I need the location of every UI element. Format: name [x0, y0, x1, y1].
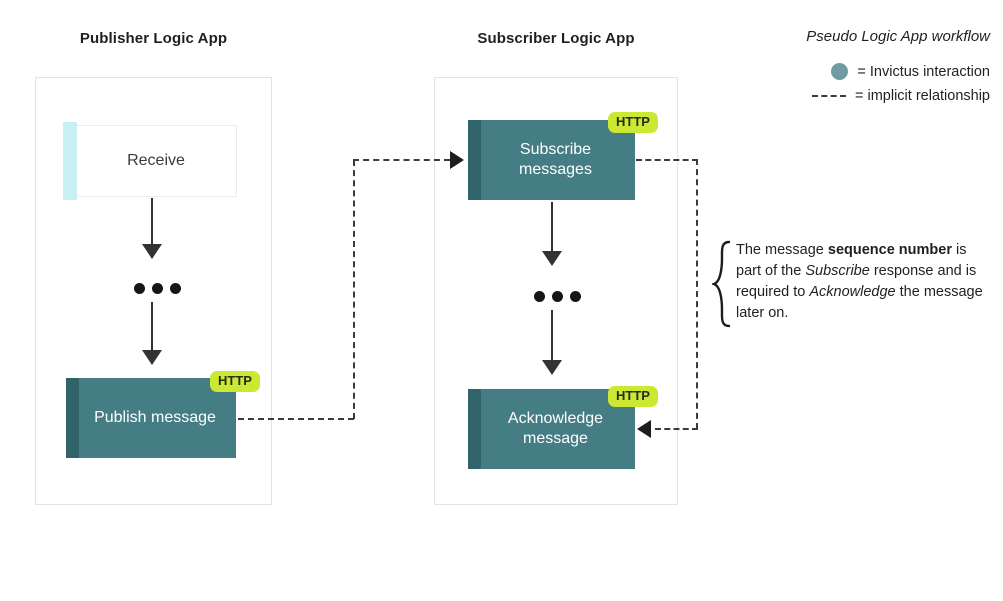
implicit-link-publish-to-subscribe-segment-3: [353, 159, 450, 161]
annotation-italic-acknowledge: Acknowledge: [809, 284, 896, 301]
legend-circle-icon: [831, 63, 849, 80]
subscriber-ellipsis-dots: [534, 291, 581, 302]
implicit-link-publish-to-subscribe-segment-1: [238, 418, 354, 420]
node-subscribe-line-1: Subscribe: [519, 140, 592, 158]
receive-accent-bar: [63, 122, 77, 200]
subscribe-accent-bar: [468, 120, 481, 200]
node-acknowledge-message[interactable]: Acknowledge message: [468, 389, 635, 469]
subscriber-arrowhead-2: [542, 360, 562, 375]
publisher-arrowhead-1: [142, 244, 162, 259]
annotation-callout: The message sequence number is part of t…: [712, 240, 990, 328]
node-acknowledge-message-label: Acknowledge message: [486, 409, 617, 450]
http-badge-subscribe: HTTP: [608, 112, 658, 133]
curly-brace-icon: [712, 240, 732, 328]
annotation-part-1: The message: [736, 242, 828, 258]
legend-item-invictus-interaction-label: = Invictus interaction: [857, 63, 990, 80]
subscriber-connector-line-1: [551, 202, 553, 253]
legend-item-implicit-relationship-label: = implicit relationship: [855, 88, 990, 104]
annotation-part-3: response and is required to: [736, 263, 977, 301]
subscriber-connector-line-2: [551, 310, 553, 362]
node-receive-label: Receive: [127, 151, 185, 169]
node-subscribe-messages[interactable]: Subscribe messages: [468, 120, 635, 200]
node-receive[interactable]: Receive: [63, 122, 237, 200]
publisher-ellipsis-dots: [134, 283, 181, 294]
legend-title: Pseudo Logic App workflow: [806, 28, 990, 45]
publisher-connector-line-1: [151, 198, 153, 246]
annotation-text: The message sequence number is part of t…: [732, 240, 990, 328]
node-publish-message-label: Publish message: [94, 408, 216, 426]
http-badge-publish: HTTP: [210, 371, 260, 392]
implicit-link-subscribe-to-acknowledge-segment-1: [636, 159, 698, 161]
node-acknowledge-line-2: message: [523, 430, 588, 447]
annotation-bold-sequence-number: sequence number: [827, 242, 952, 258]
implicit-link-publish-to-subscribe-arrowhead: [450, 151, 464, 169]
publisher-arrowhead-2: [142, 350, 162, 365]
node-subscribe-messages-label: Subscribe messages: [497, 140, 606, 181]
implicit-link-subscribe-to-acknowledge-arrowhead: [637, 420, 651, 438]
http-badge-acknowledge: HTTP: [608, 386, 658, 407]
acknowledge-accent-bar: [468, 389, 481, 469]
legend: Pseudo Logic App workflow = Invictus int…: [700, 28, 990, 112]
node-acknowledge-line-1: Acknowledge: [507, 409, 604, 427]
publish-accent-bar: [66, 378, 79, 458]
legend-item-invictus-interaction: = Invictus interaction: [700, 63, 990, 80]
legend-item-implicit-relationship: = implicit relationship: [700, 88, 990, 104]
legend-dashed-line-icon: [812, 95, 846, 97]
annotation-part-4: the message later on.: [736, 284, 983, 322]
annotation-italic-subscribe: Subscribe: [805, 263, 870, 280]
publisher-lane-title: Publisher Logic App: [79, 30, 228, 47]
subscriber-lane-title: Subscriber Logic App: [477, 30, 635, 47]
implicit-link-publish-to-subscribe-segment-2: [353, 160, 355, 419]
publisher-connector-line-2: [151, 302, 153, 352]
node-subscribe-line-2: messages: [519, 161, 592, 178]
implicit-link-subscribe-to-acknowledge-segment-2: [696, 159, 698, 429]
subscriber-arrowhead-1: [542, 251, 562, 266]
node-publish-message[interactable]: Publish message: [66, 378, 236, 458]
annotation-part-2: is part of the: [736, 242, 967, 280]
implicit-link-subscribe-to-acknowledge-segment-3: [655, 428, 698, 430]
